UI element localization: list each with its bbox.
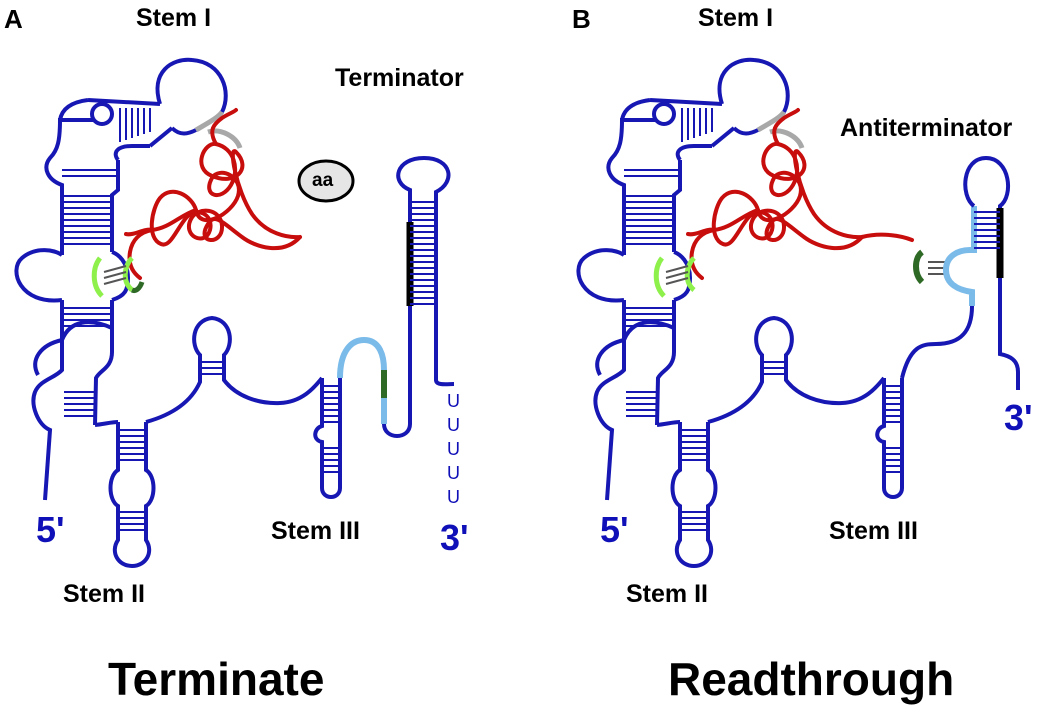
panel-b-antiterminator-hairpin (963, 155, 1020, 390)
panel-a-specifier-leader (91, 256, 104, 298)
panel-b-letter: B (572, 4, 591, 34)
panel-b-diagram (576, 57, 1020, 568)
panel-b-stem3-label: Stem III (829, 517, 918, 545)
panel-b-antiterminator-seq (942, 206, 977, 306)
panel-b-outcome: Readthrough (668, 653, 955, 705)
panel-a-poly-u-3: U (447, 439, 460, 459)
panel-a-anticodon-light (122, 256, 134, 292)
panel-b-acceptor-pair (913, 249, 925, 285)
panel-a-poly-u-2: U (447, 415, 460, 435)
panel-b-acceptor-end (860, 232, 914, 242)
panel-a-five-prime: 5' (36, 509, 65, 550)
panel-a-outcome: Terminate (108, 653, 325, 705)
panel-a-stem1-label: Stem I (136, 4, 212, 32)
panel-a-letter: A (4, 4, 23, 34)
panel-b-acceptor-bulge-pairs (928, 261, 946, 275)
panel-b-trna (686, 108, 864, 280)
panel-a-poly-u-4: U (447, 463, 460, 483)
panel-a-antiterminator-seq (337, 336, 387, 379)
panel-b-stem2-label: Stem II (626, 580, 708, 608)
panel-a-anticodon-dark (130, 281, 145, 293)
panel-a-amino-acid (297, 159, 355, 203)
panel-a-terminator-hairpin (382, 155, 451, 438)
panel-a-diagram (14, 57, 455, 568)
panel-b-specifier-leader (653, 256, 666, 298)
panel-b-stem3-link (900, 305, 974, 379)
panel-a-terminator-label: Terminator (335, 64, 464, 92)
panel-a-poly-u-1: U (447, 391, 460, 411)
panel-a-amino-acid-label: aa (312, 170, 334, 191)
panel-b-five-prime: 5' (600, 509, 629, 550)
panel-a-poly-u-link (434, 379, 455, 387)
panel-a-poly-u-5: U (447, 487, 460, 507)
panel-a-stem2-label: Stem II (63, 580, 145, 608)
panel-a-trna (124, 108, 302, 280)
panel-b-stem1-label: Stem I (698, 4, 774, 32)
panel-a-three-prime: 3' (440, 517, 469, 558)
panel-b-antiterminator-pairs (974, 211, 1000, 249)
panel-b-antiterminator-label: Antiterminator (840, 114, 1013, 142)
panel-a-leader-scaffold (14, 57, 343, 568)
panel-a-codon-anticodon-pairs (103, 265, 127, 285)
panel-b-three-prime: 3' (1004, 397, 1033, 438)
panel-b-anticodon (684, 256, 696, 292)
panel-b-codon-anticodon-pairs (665, 265, 689, 285)
panel-a-terminator-pairs (410, 201, 436, 305)
panel-a-stem3-label: Stem III (271, 517, 360, 545)
